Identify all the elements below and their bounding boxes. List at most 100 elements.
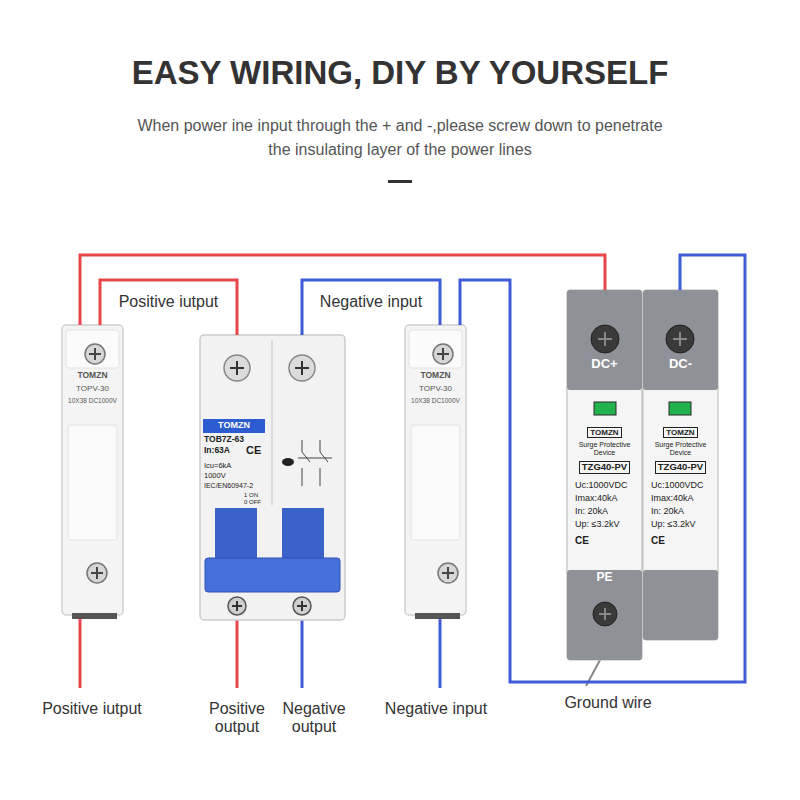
screw-slot bbox=[442, 567, 454, 579]
device-text: Up: ≤3.2kV bbox=[651, 519, 715, 529]
screw bbox=[224, 355, 250, 381]
device-text: In: 20kA bbox=[651, 506, 715, 516]
device-text: IEC/EN60947-2 bbox=[204, 482, 270, 490]
fuse-cover bbox=[411, 425, 460, 540]
wire-label: Ground wire bbox=[548, 694, 668, 712]
din-clip bbox=[72, 613, 117, 619]
screw-slot bbox=[297, 601, 307, 611]
wire-label: Negative input bbox=[371, 700, 501, 718]
title-dash bbox=[388, 180, 412, 183]
blue-wire bbox=[439, 618, 442, 688]
screw bbox=[228, 597, 246, 615]
device-text: 10X38 DC1000V bbox=[64, 397, 121, 404]
fuse-holder bbox=[62, 325, 123, 619]
device-text: In: 20kA bbox=[575, 506, 639, 516]
surge-module: DC- TOMZN Surge Protective DeviceTZG40-PV U… bbox=[643, 290, 718, 640]
handle-bar bbox=[205, 558, 340, 592]
wire-connector bbox=[80, 255, 605, 325]
brand-plate bbox=[203, 419, 265, 433]
device-text: 0 OFF bbox=[244, 499, 271, 506]
wire-connector bbox=[460, 255, 745, 682]
device-text: 1 ON bbox=[244, 492, 271, 499]
toggle bbox=[215, 508, 257, 563]
device-text: Uc:1000VDC bbox=[575, 480, 639, 490]
fuse-top bbox=[66, 330, 119, 368]
subtitle: When power ine input through the + and -… bbox=[130, 114, 670, 162]
circuit-breaker bbox=[200, 335, 345, 620]
surge-module: DC+TOMZNSurge Protective DeviceTZG40-PVU… bbox=[567, 290, 642, 660]
wire-label: Negative output bbox=[276, 700, 352, 737]
device-text: In:63A bbox=[204, 446, 246, 456]
device-text: TZG40-PV bbox=[579, 461, 630, 474]
breaker-body bbox=[200, 335, 345, 620]
status-indicator bbox=[594, 402, 616, 415]
switch-symbol bbox=[298, 440, 332, 486]
screw bbox=[666, 325, 694, 353]
screw-slot bbox=[599, 608, 611, 620]
wire-connector bbox=[100, 280, 237, 335]
wire-label: Positive iutput bbox=[117, 293, 221, 311]
device-text: Imax:40kA bbox=[575, 493, 639, 503]
device-text: TOMZN bbox=[663, 427, 697, 438]
device-text: DC+ bbox=[567, 357, 642, 372]
device-text: TOMZN bbox=[64, 371, 121, 381]
fuse-body bbox=[405, 325, 466, 615]
fuse-holder bbox=[405, 325, 466, 619]
device-text: PE bbox=[567, 571, 642, 585]
spd-base bbox=[567, 570, 642, 660]
status-window bbox=[282, 458, 294, 466]
device-text: TOMZN bbox=[407, 371, 464, 381]
screw bbox=[87, 563, 107, 583]
screw bbox=[438, 563, 458, 583]
spd-top bbox=[567, 290, 642, 390]
device-text: CE bbox=[575, 535, 615, 547]
spd-module bbox=[567, 290, 642, 660]
device-text: CE bbox=[246, 444, 270, 457]
page-title: EASY WIRING, DIY BY YOURSELF bbox=[10, 54, 790, 92]
wire-label: Positive output bbox=[199, 700, 275, 737]
spd-module bbox=[643, 290, 718, 640]
device-text: 10X38 DC1000V bbox=[407, 397, 464, 404]
blue-wire bbox=[301, 620, 304, 688]
device-text: Uc:1000VDC bbox=[651, 480, 715, 490]
screw bbox=[433, 344, 453, 364]
device-text: TOPV-30 bbox=[64, 384, 121, 393]
device-text: DC- bbox=[643, 357, 718, 372]
status-indicator bbox=[669, 402, 691, 415]
device-text: Surge Protective Device bbox=[649, 441, 712, 457]
screw bbox=[593, 602, 617, 626]
device-text: Icu=6kA bbox=[204, 462, 270, 471]
device-text: Imax:40kA bbox=[651, 493, 715, 503]
device-text: 1000V bbox=[204, 472, 270, 481]
screw-slot bbox=[598, 332, 612, 346]
screw-slot bbox=[295, 361, 309, 375]
wire-label: Negative input bbox=[318, 293, 424, 311]
device-text: TOMZN bbox=[203, 420, 265, 430]
screw bbox=[289, 355, 315, 381]
device-text: TZG40-PV bbox=[655, 461, 706, 474]
red-wire bbox=[236, 620, 239, 688]
device-text: TOMZN bbox=[587, 427, 621, 438]
device-text: TOPV-30 bbox=[407, 384, 464, 393]
surge-protector bbox=[567, 290, 718, 660]
fuse-top bbox=[409, 330, 462, 368]
din-clip bbox=[415, 613, 460, 619]
spd-base bbox=[643, 570, 718, 640]
screw-slot bbox=[673, 332, 687, 346]
wire-connector bbox=[302, 280, 440, 335]
circuit-breaker: TOMZNTOB7Z-63In:63ACEIcu=6kA1000VIEC/EN6… bbox=[200, 335, 345, 620]
wire-label: Positive iutput bbox=[22, 700, 162, 718]
screw-slot bbox=[230, 361, 244, 375]
screw bbox=[293, 597, 311, 615]
screw-slot bbox=[91, 567, 103, 579]
fuse-holder: TOMZN TOPV-30 10X38 DC1000V bbox=[62, 325, 123, 615]
device-text: Up: ≤3.2kV bbox=[575, 519, 639, 529]
screw bbox=[85, 344, 105, 364]
toggle bbox=[282, 508, 324, 563]
pole-divider bbox=[271, 340, 273, 505]
device-text: CE bbox=[651, 535, 691, 547]
red-wire bbox=[79, 618, 82, 688]
screw-slot bbox=[232, 601, 242, 611]
screw bbox=[591, 325, 619, 353]
